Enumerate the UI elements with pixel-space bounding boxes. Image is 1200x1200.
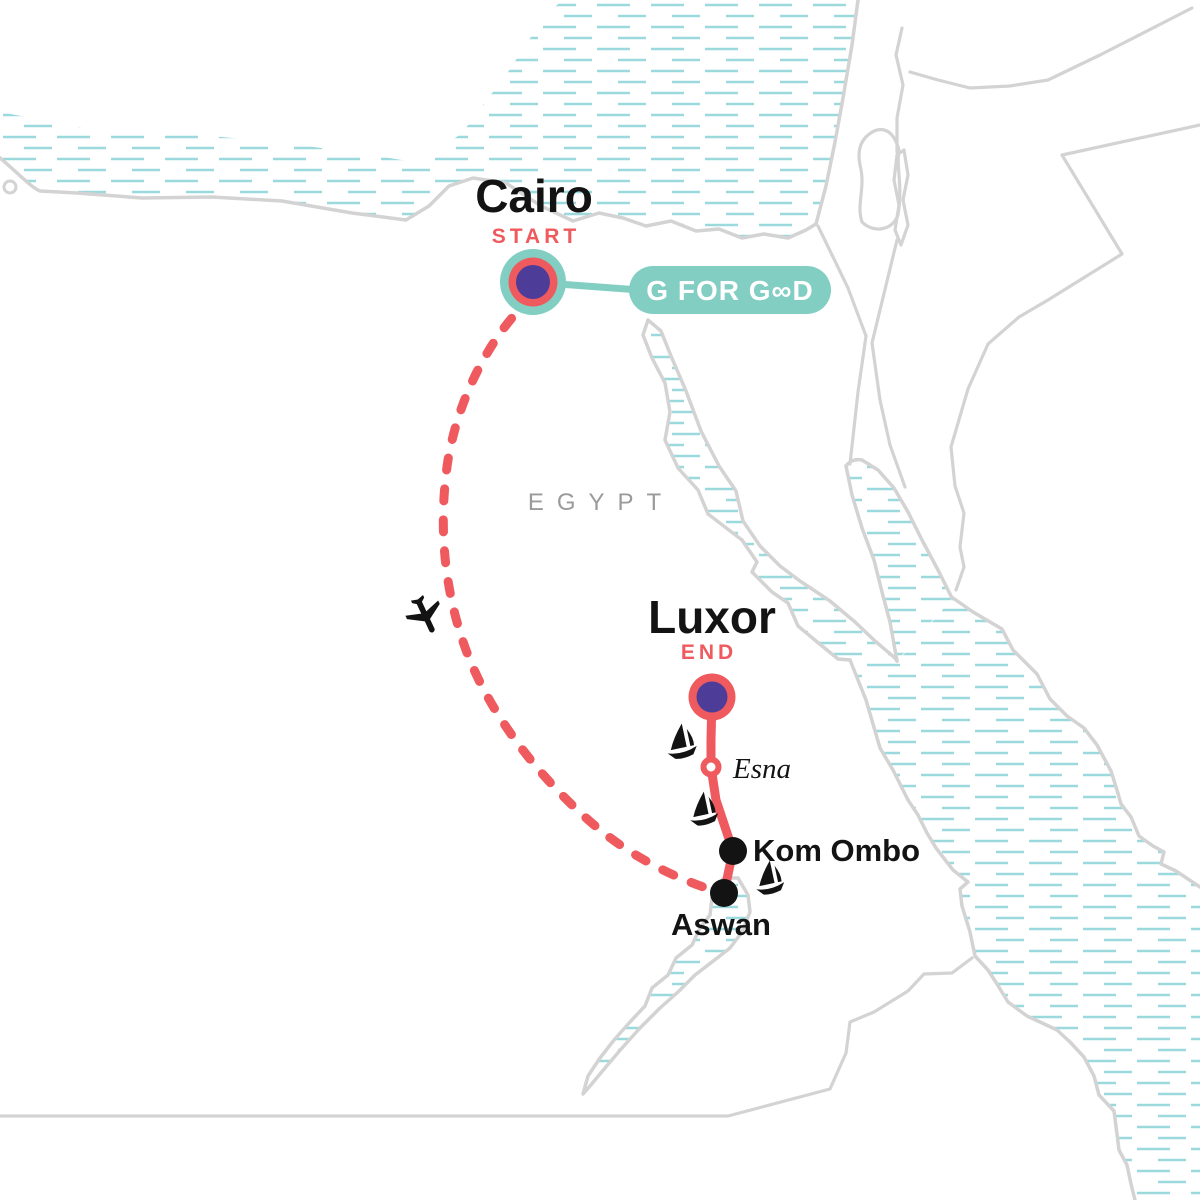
dead-sea-outline [892, 148, 910, 247]
lake-nasser-outline [581, 876, 752, 1096]
cairo-label: Cairo [475, 170, 593, 222]
start-marker [500, 249, 566, 315]
flight-path-cairo-aswan [438, 291, 721, 896]
g-for-good-badge-label: G FOR G∞D [646, 275, 813, 306]
gulf-of-suez-west-shore [641, 318, 852, 662]
border-egypt-sudan [0, 956, 974, 1118]
sinai-east-shore [844, 464, 899, 663]
egypt-region-label: EGYPT [528, 489, 674, 516]
gulf-of-aqaba [846, 460, 952, 661]
esna-label: Esna [732, 753, 791, 785]
lake-nasser-nile [583, 878, 750, 1094]
sailboat-icon [662, 721, 699, 762]
luxor-label: Luxor [648, 591, 776, 643]
jordan-river [894, 26, 905, 154]
luxor-end-tag: END [681, 641, 737, 664]
mediterranean-coastline [0, 0, 860, 240]
cairo-start-tag: START [492, 225, 580, 248]
kom-ombo-label: Kom Ombo [753, 833, 920, 868]
border-northeast [908, 6, 1194, 90]
map-labels: Cairo START Luxor END Esna Kom Ombo Aswa… [475, 170, 920, 942]
airplane-icon [405, 594, 440, 633]
g-for-good-badge [629, 266, 831, 314]
border-jordan-saudi [949, 123, 1200, 592]
west-bank-outline [857, 127, 902, 231]
itinerary-route: G FOR G∞D [405, 249, 831, 907]
stop-dot [710, 879, 738, 907]
red-sea-east-coast [951, 596, 1200, 889]
coastal-island [2, 179, 18, 195]
mediterranean-sea [0, 0, 858, 238]
end-marker [688, 673, 736, 721]
gulf-of-suez [643, 320, 895, 660]
sinai-west-shore [646, 318, 899, 663]
stop-dot [719, 837, 747, 865]
red-sea-west-coast [848, 658, 1137, 1200]
aswan-label: Aswan [671, 907, 771, 942]
red-sea [850, 598, 1200, 1200]
border-egypt-israel [816, 224, 868, 466]
border-arava-valley [870, 238, 907, 489]
esna-stop-marker [700, 756, 722, 778]
